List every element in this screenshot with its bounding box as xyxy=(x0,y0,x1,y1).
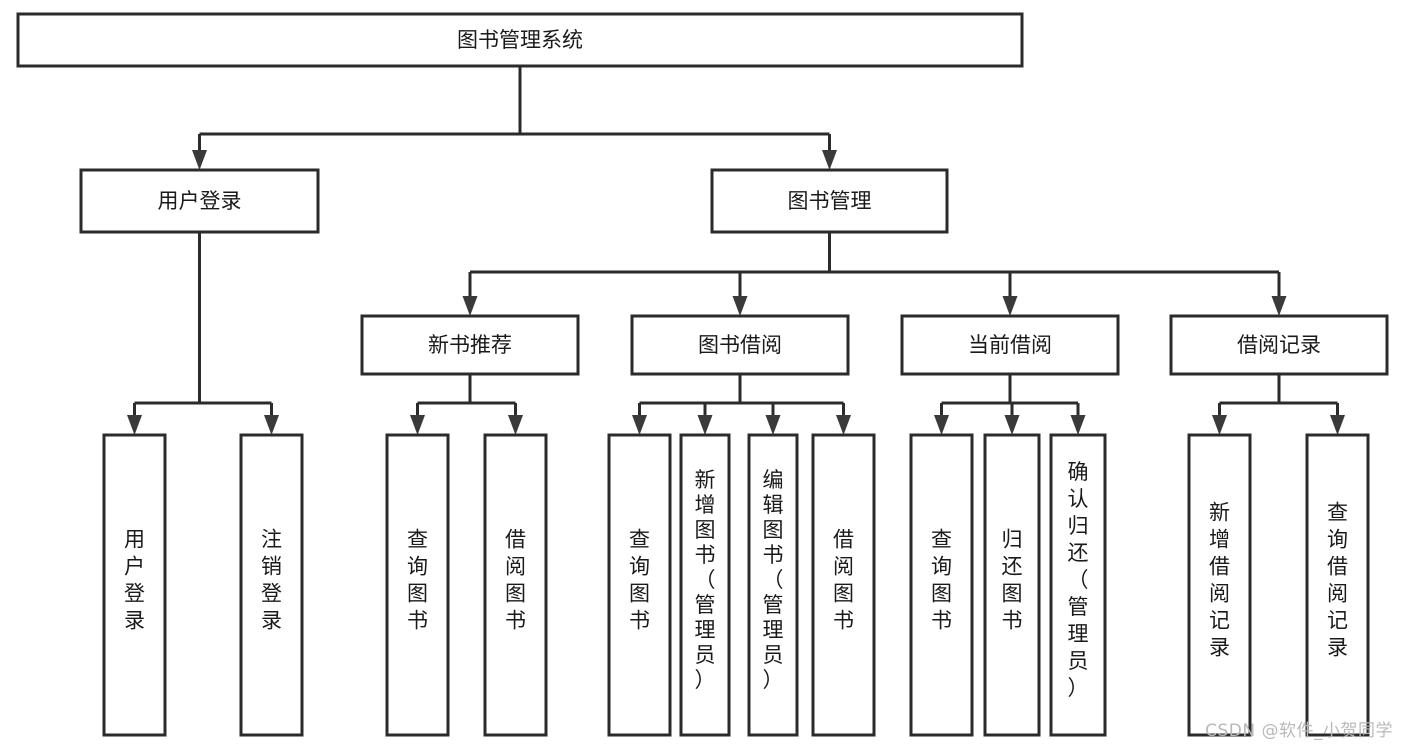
node-box-leaf-query-book-1[interactable] xyxy=(385,433,450,737)
node-label-book-borrow: 图书借阅 xyxy=(698,333,782,357)
node-box-leaf-borrow-book-2[interactable] xyxy=(811,433,876,737)
arrow-head-icon xyxy=(264,415,279,435)
arrow-head-icon xyxy=(632,415,647,435)
arrow-head-icon xyxy=(192,150,207,170)
arrow-head-icon xyxy=(1330,415,1345,435)
node-box-leaf-return-book[interactable] xyxy=(983,433,1041,737)
node-book-management[interactable]: 图书管理 xyxy=(710,168,949,234)
connector-group-new-book-recommend xyxy=(410,374,523,435)
arrow-head-icon xyxy=(934,415,949,435)
node-leaf-query-book-3[interactable]: 查询图书 xyxy=(909,433,974,737)
node-box-leaf-logout[interactable] xyxy=(239,433,304,737)
node-label-user-login: 用户登录 xyxy=(158,189,242,213)
node-leaf-logout[interactable]: 注销登录 xyxy=(239,433,304,737)
node-leaf-query-borrow-record[interactable]: 查询借阅记录 xyxy=(1305,433,1370,737)
node-label-new-book-recommend: 新书推荐 xyxy=(428,333,512,357)
node-leaf-add-book-admin[interactable]: 新增图书（管理员） xyxy=(679,433,731,737)
node-box-borrow-record[interactable] xyxy=(1169,314,1389,376)
node-label-leaf-add-book-admin: 新增图书（管理员） xyxy=(695,468,716,692)
node-label-current-borrow: 当前借阅 xyxy=(968,333,1052,357)
node-label-leaf-confirm-return-admin: 确认归还（管理员） xyxy=(1068,460,1089,700)
node-box-book-management[interactable] xyxy=(710,168,949,234)
arrow-head-icon xyxy=(1002,296,1018,316)
node-label-leaf-borrow-book-1: 借阅图书 xyxy=(505,528,526,633)
node-root[interactable]: 图书管理系统 xyxy=(16,12,1024,68)
node-leaf-user-login[interactable]: 用户登录 xyxy=(102,433,167,737)
arrow-head-icon xyxy=(836,415,851,435)
node-layer: 图书管理系统用户登录图书管理新书推荐图书借阅当前借阅借阅记录用户登录注销登录查询… xyxy=(16,12,1389,737)
node-user-login[interactable]: 用户登录 xyxy=(79,168,320,234)
node-box-leaf-query-borrow-record[interactable] xyxy=(1305,433,1370,737)
node-label-root: 图书管理系统 xyxy=(457,28,583,52)
node-label-borrow-record: 借阅记录 xyxy=(1237,333,1321,357)
arrow-head-icon xyxy=(697,415,713,435)
connector-group-user-login xyxy=(127,232,279,435)
node-leaf-borrow-book-1[interactable]: 借阅图书 xyxy=(483,433,548,737)
node-leaf-query-book-2[interactable]: 查询图书 xyxy=(607,433,672,737)
node-label-leaf-borrow-book-2: 借阅图书 xyxy=(833,528,854,633)
arrow-head-icon xyxy=(410,415,425,435)
node-box-leaf-borrow-book-1[interactable] xyxy=(483,433,548,737)
node-label-leaf-query-book-1: 查询图书 xyxy=(407,528,428,633)
connector-group-book-management xyxy=(462,232,1287,316)
node-label-leaf-logout: 注销登录 xyxy=(261,528,282,633)
node-box-book-borrow[interactable] xyxy=(630,314,850,376)
node-box-leaf-edit-book-admin[interactable] xyxy=(747,433,799,737)
node-label-leaf-query-book-3: 查询图书 xyxy=(931,528,952,633)
node-leaf-edit-book-admin[interactable]: 编辑图书（管理员） xyxy=(747,433,799,737)
arrow-head-icon xyxy=(1271,296,1287,316)
node-borrow-record[interactable]: 借阅记录 xyxy=(1169,314,1389,376)
node-box-current-borrow[interactable] xyxy=(900,314,1120,376)
connector-group-borrow-record xyxy=(1212,374,1345,435)
arrow-head-icon xyxy=(127,415,142,435)
node-label-leaf-query-borrow-record: 查询借阅记录 xyxy=(1327,501,1348,660)
node-box-leaf-confirm-return-admin[interactable] xyxy=(1049,433,1107,737)
node-label-book-management: 图书管理 xyxy=(788,189,872,213)
node-leaf-query-book-1[interactable]: 查询图书 xyxy=(385,433,450,737)
node-label-leaf-return-book: 归还图书 xyxy=(1002,528,1023,633)
arrow-head-icon xyxy=(732,296,748,316)
connector-group-current-borrow xyxy=(934,374,1086,435)
node-box-user-login[interactable] xyxy=(79,168,320,234)
node-current-borrow[interactable]: 当前借阅 xyxy=(900,314,1120,376)
arrow-head-icon xyxy=(822,150,837,170)
node-label-leaf-add-borrow-record: 新增借阅记录 xyxy=(1209,501,1230,660)
node-label-leaf-user-login: 用户登录 xyxy=(124,528,145,633)
node-book-borrow[interactable]: 图书借阅 xyxy=(630,314,850,376)
node-leaf-borrow-book-2[interactable]: 借阅图书 xyxy=(811,433,876,737)
node-box-leaf-add-borrow-record[interactable] xyxy=(1187,433,1252,737)
connector-group-book-borrow xyxy=(632,374,851,435)
node-box-leaf-user-login[interactable] xyxy=(102,433,167,737)
node-new-book-recommend[interactable]: 新书推荐 xyxy=(360,314,580,376)
node-box-leaf-add-book-admin[interactable] xyxy=(679,433,731,737)
arrow-head-icon xyxy=(765,415,781,435)
arrow-head-icon xyxy=(1212,415,1227,435)
node-leaf-confirm-return-admin[interactable]: 确认归还（管理员） xyxy=(1049,433,1107,737)
node-box-leaf-query-book-3[interactable] xyxy=(909,433,974,737)
connector-layer xyxy=(127,66,1345,435)
node-leaf-return-book[interactable]: 归还图书 xyxy=(983,433,1041,737)
arrow-head-icon xyxy=(1070,415,1086,435)
node-box-leaf-query-book-2[interactable] xyxy=(607,433,672,737)
arrow-head-icon xyxy=(508,415,523,435)
node-box-root[interactable] xyxy=(16,12,1024,68)
node-box-new-book-recommend[interactable] xyxy=(360,314,580,376)
arrow-head-icon xyxy=(1004,415,1020,435)
arrow-head-icon xyxy=(462,296,478,316)
connector-group-root xyxy=(192,66,837,170)
node-label-leaf-edit-book-admin: 编辑图书（管理员） xyxy=(763,468,784,692)
node-label-leaf-query-book-2: 查询图书 xyxy=(629,528,650,633)
node-leaf-add-borrow-record[interactable]: 新增借阅记录 xyxy=(1187,433,1252,737)
